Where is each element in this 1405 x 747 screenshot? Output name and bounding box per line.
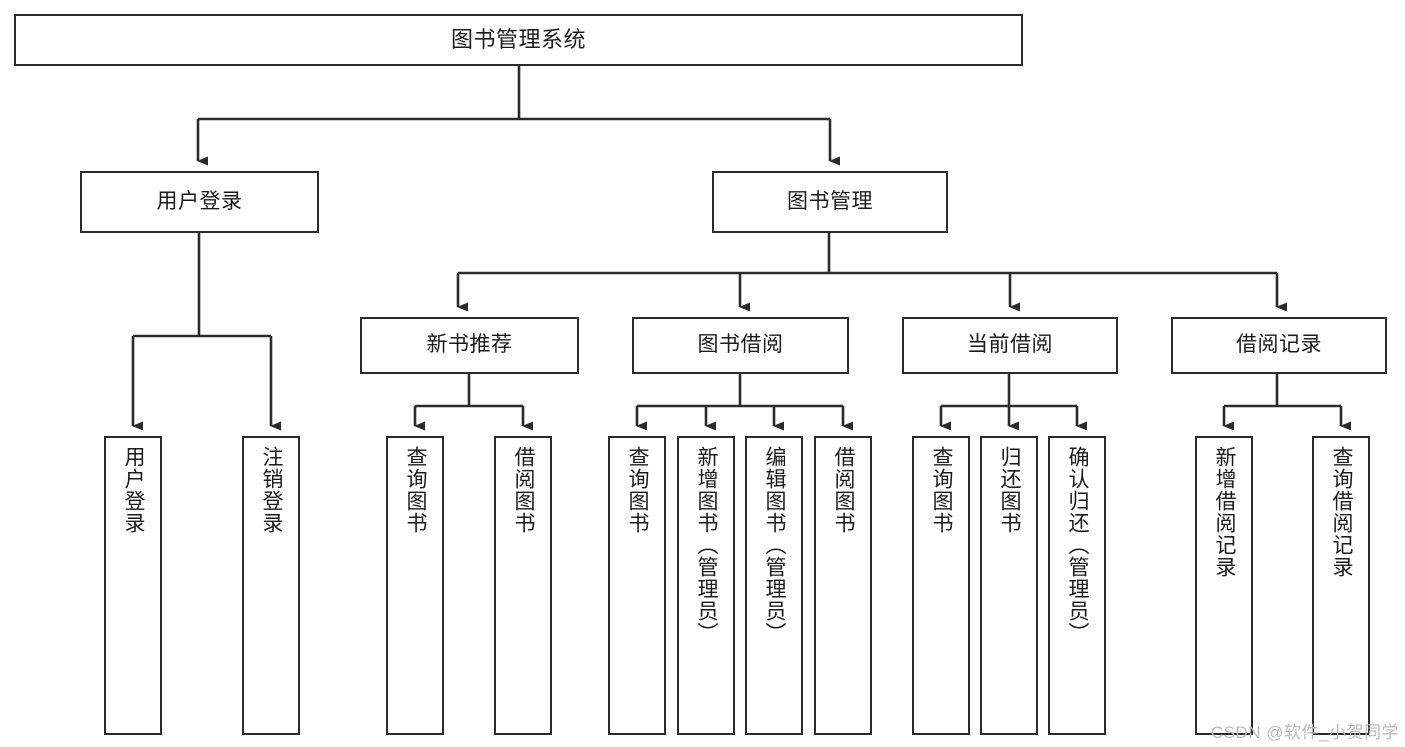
node-label: 借阅图书	[512, 446, 536, 534]
node-label: 用户登录	[122, 446, 146, 534]
node-label: 图书管理系统	[450, 27, 586, 53]
node-new-book-recommend[interactable]: 新书推荐	[360, 317, 579, 374]
node-label: 新书推荐	[426, 333, 513, 357]
node-book-management[interactable]: 图书管理	[712, 171, 948, 233]
node-label: 查询图书	[626, 446, 650, 534]
node-label: 查询图书	[930, 446, 954, 534]
node-label: 借阅记录	[1236, 333, 1322, 357]
node-label: 图书借阅	[697, 333, 784, 357]
leaf-borrow-record-query-record[interactable]: 查询借阅记录	[1312, 436, 1370, 735]
node-label: 借阅图书	[832, 446, 856, 534]
node-label: 查询借阅记录	[1330, 446, 1354, 578]
node-borrow-record[interactable]: 借阅记录	[1171, 317, 1387, 374]
leaf-current-borrow-return-book[interactable]: 归还图书	[980, 436, 1038, 735]
node-label: 注销登录	[260, 446, 284, 534]
leaf-book-borrow-edit-book-admin[interactable]: 编辑图书（管理员）	[745, 436, 803, 735]
node-label: 当前借阅	[967, 333, 1053, 357]
leaf-user-login-logout[interactable]: 注销登录	[242, 436, 300, 735]
node-label: 新增借阅记录	[1213, 446, 1237, 578]
leaf-current-borrow-confirm-return-admin[interactable]: 确认归还（管理员）	[1048, 436, 1106, 735]
node-label: 图书管理	[787, 189, 873, 213]
node-current-borrow[interactable]: 当前借阅	[902, 317, 1118, 374]
node-root-book-management-system[interactable]: 图书管理系统	[14, 14, 1023, 66]
node-label: 确认归还（管理员）	[1066, 446, 1090, 644]
leaf-user-login-login[interactable]: 用户登录	[104, 436, 162, 735]
node-label: 查询图书	[404, 446, 428, 534]
leaf-book-borrow-add-book-admin[interactable]: 新增图书（管理员）	[677, 436, 735, 735]
node-user-login[interactable]: 用户登录	[80, 171, 319, 233]
leaf-book-borrow-query-book[interactable]: 查询图书	[608, 436, 666, 735]
node-label: 用户登录	[156, 189, 243, 213]
node-label: 编辑图书（管理员）	[763, 446, 787, 644]
csdn-watermark: CSDN @软件_小贺同学	[1210, 723, 1399, 742]
leaf-borrow-record-add-record[interactable]: 新增借阅记录	[1195, 436, 1253, 735]
node-label: 归还图书	[998, 446, 1022, 534]
leaf-new-book-borrow-book[interactable]: 借阅图书	[494, 436, 552, 735]
node-book-borrow[interactable]: 图书借阅	[632, 317, 849, 374]
node-label: 新增图书（管理员）	[695, 446, 719, 644]
leaf-book-borrow-borrow-book[interactable]: 借阅图书	[814, 436, 872, 735]
leaf-new-book-query-book[interactable]: 查询图书	[386, 436, 444, 735]
leaf-current-borrow-query-book[interactable]: 查询图书	[912, 436, 970, 735]
